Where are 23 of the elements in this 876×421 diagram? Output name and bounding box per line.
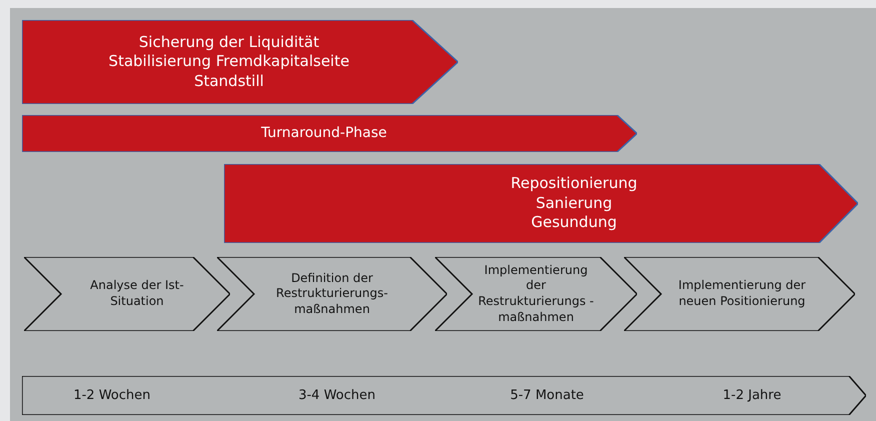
duration-label: 1-2 Jahre <box>722 388 782 403</box>
process-step-shape <box>624 257 855 331</box>
phase-band <box>224 164 858 243</box>
process-step-shape <box>217 257 447 331</box>
phase-label: Sanierung <box>536 194 612 214</box>
phase-label: Turnaround-Phase <box>261 124 387 143</box>
duration-label: 3-4 Wochen <box>298 388 376 403</box>
duration-label: 1-2 Wochen <box>73 388 151 403</box>
step-label: Implementierung der neuen Positionierung <box>677 278 807 310</box>
phase-label: Stabilisierung Fremdkapitalseite <box>108 52 350 72</box>
phase-label: Sicherung der Liquidität <box>138 32 320 52</box>
phase-band <box>22 20 458 104</box>
phase-label: Gesundung <box>531 213 617 233</box>
process-step-shape <box>435 257 637 331</box>
phase-label: Standstill <box>194 72 264 92</box>
duration-label: 5-7 Monate <box>510 388 584 403</box>
phase-label: Repositionierung <box>510 174 638 194</box>
timeline-band <box>22 376 866 415</box>
process-step-shape <box>24 257 230 331</box>
step-label: Implementierung der Restrukturierungs -maßnahmen <box>477 262 595 326</box>
step-label: Analyse der Ist-Situation <box>89 278 185 310</box>
step-label: Definition der Restrukturierungs-maßnahmen <box>275 270 389 318</box>
phase-band <box>22 115 637 152</box>
